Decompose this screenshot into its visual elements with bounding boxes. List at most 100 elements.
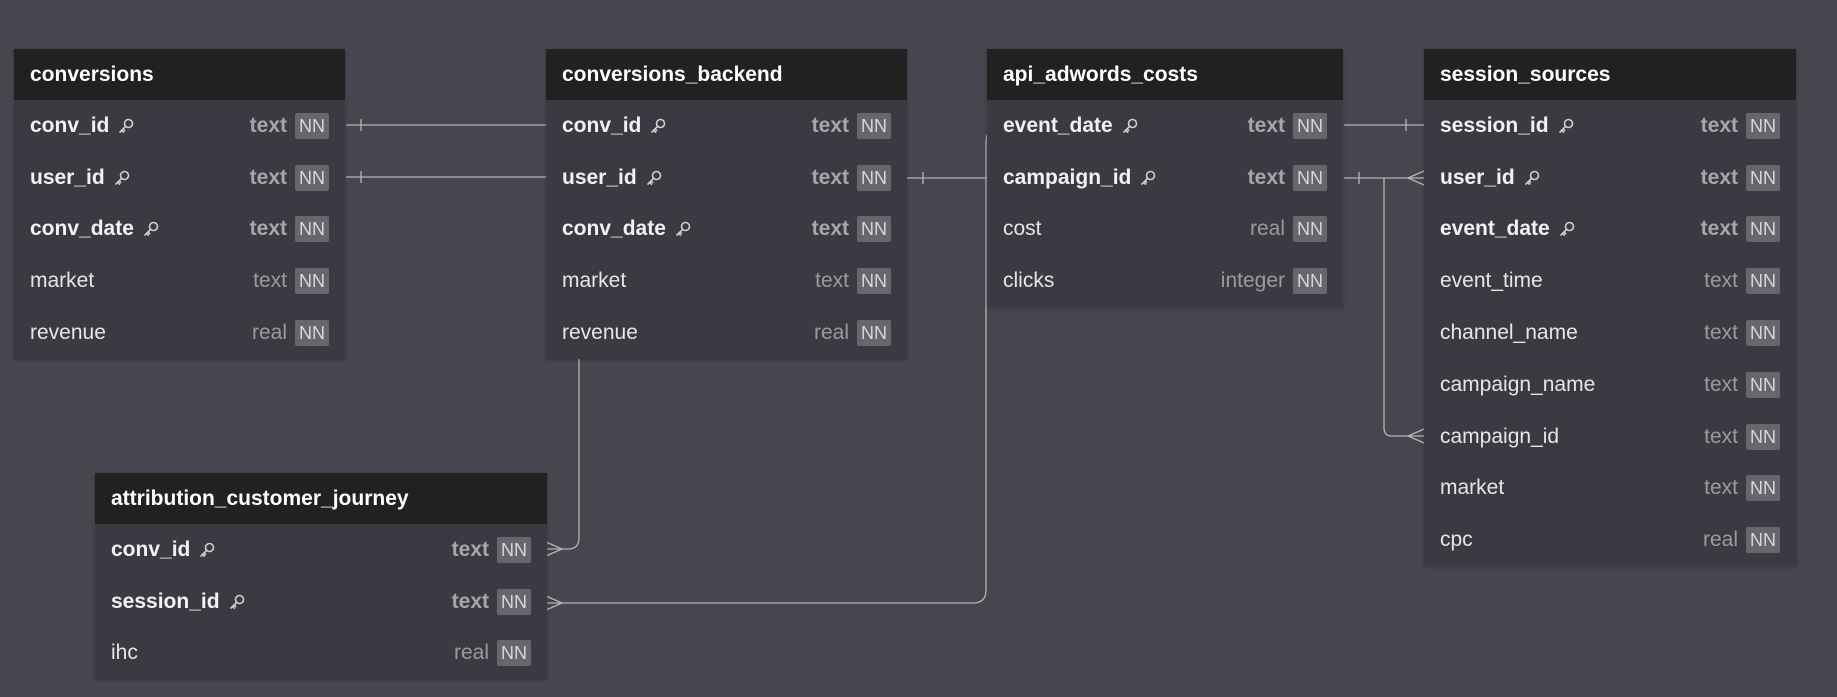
column-name-cell: conv_date bbox=[562, 217, 812, 241]
column-type: real bbox=[453, 641, 489, 665]
not-null-badge: NN bbox=[1746, 320, 1780, 347]
column-name: conv_id bbox=[30, 113, 110, 137]
not-null-badge: NN bbox=[295, 268, 329, 295]
column-row[interactable]: channel_name text NN bbox=[1424, 307, 1796, 359]
column-type: text bbox=[253, 269, 287, 293]
column-type: text bbox=[1704, 321, 1738, 345]
column-name-cell: revenue bbox=[562, 321, 814, 345]
column-name-cell: channel_name bbox=[1440, 321, 1704, 345]
column-name: revenue bbox=[562, 321, 638, 345]
not-null-badge: NN bbox=[497, 588, 531, 615]
column-name: conv_date bbox=[562, 217, 666, 241]
not-null-badge: NN bbox=[1746, 475, 1780, 502]
column-type: text bbox=[249, 113, 287, 137]
column-name-cell: cpc bbox=[1440, 528, 1703, 552]
table-title: attribution_customer_journey bbox=[95, 473, 547, 524]
column-type: text bbox=[451, 537, 489, 561]
column-name-cell: market bbox=[562, 269, 815, 293]
column-name-cell: ihc bbox=[111, 641, 454, 665]
column-name-cell: clicks bbox=[1003, 269, 1221, 293]
column-name: user_id bbox=[562, 165, 637, 189]
not-null-badge: NN bbox=[1746, 164, 1780, 191]
column-row[interactable]: conv_id text NN bbox=[14, 100, 345, 152]
column-name-cell: conv_id bbox=[111, 538, 452, 562]
column-name-cell: conv_id bbox=[562, 114, 812, 138]
not-null-badge: NN bbox=[857, 320, 891, 347]
column-type: real bbox=[1702, 528, 1738, 552]
column-type: text bbox=[451, 589, 489, 613]
not-null-badge: NN bbox=[1293, 112, 1327, 139]
column-type: text bbox=[1704, 476, 1738, 500]
column-type: text bbox=[1247, 165, 1285, 189]
not-null-badge: NN bbox=[1746, 112, 1780, 139]
not-null-badge: NN bbox=[295, 164, 329, 191]
not-null-badge: NN bbox=[497, 640, 531, 667]
column-name-cell: conv_date bbox=[30, 217, 250, 241]
column-type: text bbox=[1704, 269, 1738, 293]
rel-adwords-to-session-campaign-id bbox=[1383, 178, 1424, 437]
column-type: integer bbox=[1220, 269, 1285, 293]
key-icon bbox=[142, 220, 160, 238]
not-null-badge: NN bbox=[857, 112, 891, 139]
column-name-cell: campaign_name bbox=[1440, 373, 1704, 397]
not-null-badge: NN bbox=[1293, 164, 1327, 191]
key-icon bbox=[1121, 117, 1139, 135]
column-name: conv_date bbox=[30, 217, 134, 241]
column-type: text bbox=[1700, 113, 1738, 137]
not-null-badge: NN bbox=[497, 536, 531, 563]
many-marker bbox=[545, 541, 564, 557]
column-name: market bbox=[1440, 476, 1505, 500]
key-icon bbox=[1139, 169, 1157, 187]
column-name: event_date bbox=[1440, 217, 1550, 241]
column-name: cpc bbox=[1440, 528, 1473, 552]
not-null-badge: NN bbox=[295, 112, 329, 139]
column-type: text bbox=[815, 269, 849, 293]
column-type: text bbox=[1700, 217, 1738, 241]
column-name: channel_name bbox=[1440, 321, 1578, 345]
table-title: conversions_backend bbox=[546, 49, 907, 100]
column-type: text bbox=[811, 165, 849, 189]
column-row[interactable]: market text NN bbox=[1424, 463, 1796, 515]
key-icon bbox=[1557, 117, 1575, 135]
not-null-badge: NN bbox=[857, 164, 891, 191]
column-name: event_date bbox=[1003, 113, 1113, 137]
column-name: market bbox=[562, 269, 627, 293]
key-icon bbox=[649, 117, 667, 135]
column-name-cell: user_id bbox=[562, 166, 812, 190]
column-type: text bbox=[1700, 165, 1738, 189]
column-row[interactable]: user_id text NN bbox=[546, 152, 907, 204]
column-name-cell: session_id bbox=[111, 590, 452, 614]
column-type: real bbox=[1249, 217, 1285, 241]
column-name: conv_id bbox=[562, 113, 642, 137]
